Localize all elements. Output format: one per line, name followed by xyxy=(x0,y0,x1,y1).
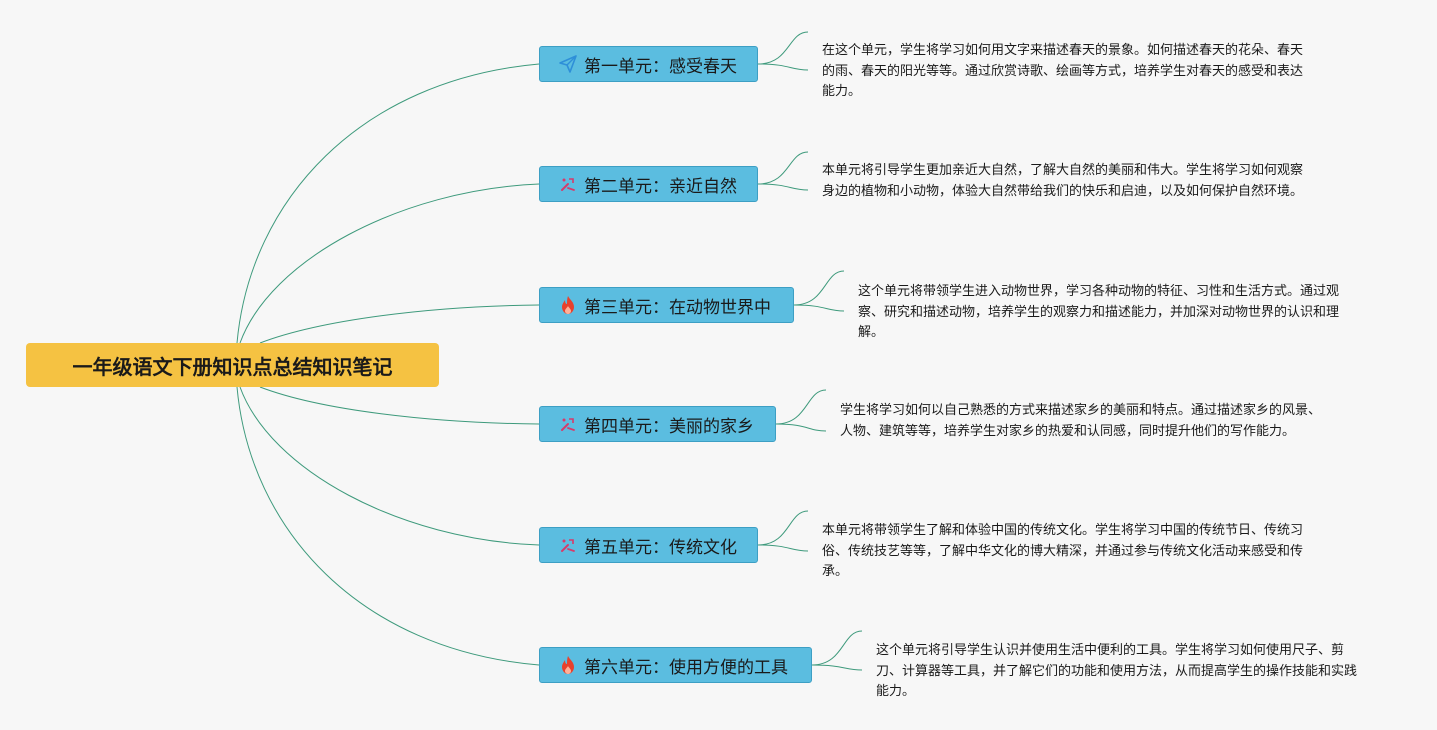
fire-icon xyxy=(558,655,578,675)
bracket-6 xyxy=(811,630,863,671)
branch-description-2: 本单元将引导学生更加亲近大自然，了解大自然的美丽和伟大。学生将学习如何观察身边的… xyxy=(822,163,1304,199)
branch-topic-6[interactable]: 第六单元：使用方便的工具 xyxy=(539,647,812,683)
connector-root-branch-2 xyxy=(239,183,540,344)
fire-icon xyxy=(558,295,578,315)
connector-root-branch-4 xyxy=(259,386,540,425)
branch-topic-4[interactable]: 第四单元：美丽的家乡 xyxy=(539,406,776,442)
bracket-2 xyxy=(757,151,809,191)
branch-description-6: 这个单元将引导学生认识并使用生活中便利的工具。学生将学习如何使用尺子、剪刀、计算… xyxy=(876,643,1358,699)
branch-topic-1[interactable]: 第一单元：感受春天 xyxy=(539,46,758,82)
tools-icon xyxy=(558,535,578,555)
branch-description-4: 学生将学习如何以自己熟悉的方式来描述家乡的美丽和特点。通过描述家乡的风景、人物、… xyxy=(840,403,1322,439)
branch-description-3: 这个单元将带领学生进入动物世界，学习各种动物的特征、习性和生活方式。通过观察、研… xyxy=(858,284,1340,340)
tools-icon xyxy=(558,414,578,434)
paper-plane-icon xyxy=(558,54,578,74)
branch-description-5: 本单元将带领学生了解和体验中国的传统文化。学生将学习中国的传统节日、传统习俗、传… xyxy=(822,523,1304,579)
branch-topic-3[interactable]: 第三单元：在动物世界中 xyxy=(539,287,794,323)
branch-label-5: 第五单元：传统文化 xyxy=(584,537,737,558)
bracket-4 xyxy=(775,389,827,432)
connector-root-branch-1 xyxy=(236,63,540,344)
branch-label-2: 第二单元：亲近自然 xyxy=(584,176,737,197)
connector-root-branch-3 xyxy=(259,304,540,344)
branch-label-1: 第一单元：感受春天 xyxy=(584,56,737,77)
connector-root-branch-6 xyxy=(236,386,540,666)
branch-label-6: 第六单元：使用方便的工具 xyxy=(584,657,788,678)
bracket-1 xyxy=(757,31,809,71)
bracket-3 xyxy=(793,270,845,312)
branch-description-1: 在这个单元，学生将学习如何用文字来描述春天的景象。如何描述春天的花朵、春天的雨、… xyxy=(822,43,1304,99)
branch-topic-5[interactable]: 第五单元：传统文化 xyxy=(539,527,758,563)
branch-label-4: 第四单元：美丽的家乡 xyxy=(584,416,754,437)
root-topic-label: 一年级语文下册知识点总结知识笔记 xyxy=(72,354,393,379)
bracket-5 xyxy=(757,510,809,552)
branch-label-3: 第三单元：在动物世界中 xyxy=(584,297,771,318)
connector-root-branch-5 xyxy=(239,386,540,546)
root-topic[interactable]: 一年级语文下册知识点总结知识笔记 xyxy=(26,343,439,387)
tools-icon xyxy=(558,174,578,194)
branch-topic-2[interactable]: 第二单元：亲近自然 xyxy=(539,166,758,202)
